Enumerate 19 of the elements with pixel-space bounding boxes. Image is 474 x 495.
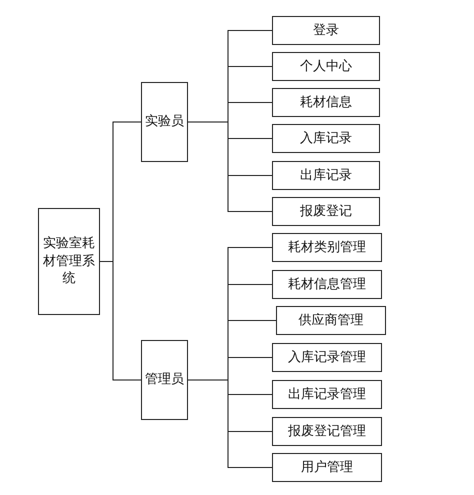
connector-line xyxy=(188,122,272,212)
process-box: 实验室耗材管理系统 xyxy=(38,208,100,315)
process-box: 报废登记 xyxy=(272,197,380,226)
connector-line xyxy=(188,380,272,468)
connector-line xyxy=(100,261,142,380)
process-box: 个人中心 xyxy=(272,52,380,81)
process-box: 出库记录 xyxy=(272,161,380,190)
process-box: 耗材信息 xyxy=(272,88,380,117)
process-box: 报废登记管理 xyxy=(272,417,382,446)
process-box: 耗材信息管理 xyxy=(272,270,382,299)
process-box: 入库记录 xyxy=(272,124,380,153)
process-box: 实验员 xyxy=(141,82,188,162)
process-box: 出库记录管理 xyxy=(272,380,382,409)
process-box: 管理员 xyxy=(141,340,188,420)
process-box: 入库记录管理 xyxy=(272,343,382,372)
process-box: 供应商管理 xyxy=(276,306,386,335)
process-box: 耗材类别管理 xyxy=(272,233,382,262)
process-box: 用户管理 xyxy=(272,453,382,482)
process-box: 登录 xyxy=(272,16,380,45)
